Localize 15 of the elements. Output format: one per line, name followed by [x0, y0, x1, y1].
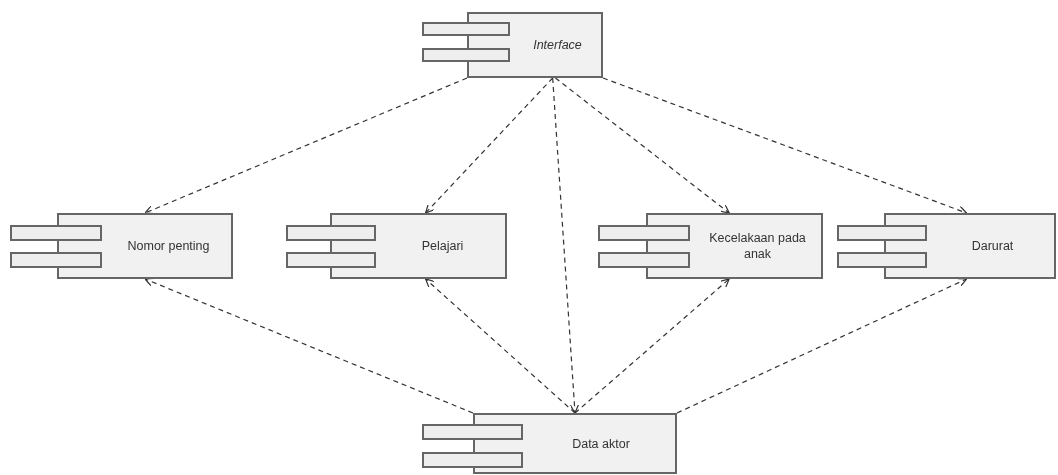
dependency-arrow	[424, 278, 576, 414]
dependency-arrow	[144, 277, 474, 414]
dependency-arrow	[144, 77, 468, 215]
component-label: Darurat	[971, 238, 1014, 254]
component-label: Pelajari	[421, 238, 464, 254]
component-label: Kecelakaan pada anak	[708, 230, 807, 262]
dependency-arrow	[554, 77, 730, 214]
dependency-arrow	[552, 77, 580, 414]
dependency-arrow	[574, 278, 730, 414]
component-label: Nomor penting	[127, 238, 210, 254]
component-label: Interface	[533, 37, 582, 53]
component-label: Data aktor	[572, 435, 630, 452]
dependency-arrow	[602, 77, 968, 215]
dependency-arrow	[424, 77, 554, 214]
dependency-arrow	[676, 278, 968, 414]
